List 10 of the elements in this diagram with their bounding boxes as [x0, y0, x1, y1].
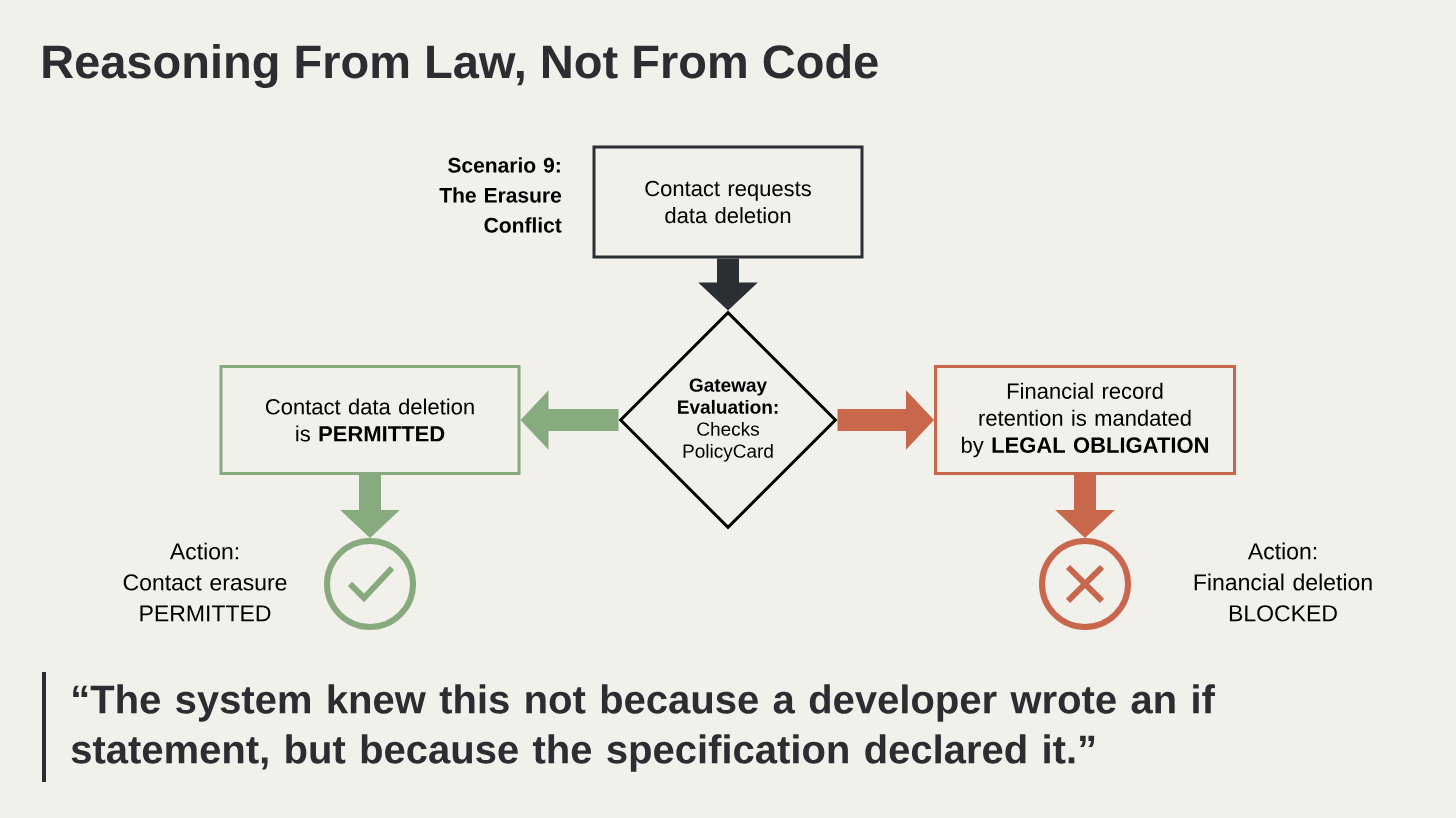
outcome-box: Financial record retention is mandated by LEGAL OBLIGATION	[934, 365, 1236, 475]
action-text: Action: Financial deletion BLOCKED	[1194, 542, 1372, 622]
action-text: Action: Contact erasure PERMITTED	[123, 542, 287, 622]
outcome-box: Contact data deletion is PERMITTED	[219, 365, 521, 475]
check-circle	[324, 538, 416, 630]
process-box: Contact requests data deletion	[592, 145, 864, 259]
scenario-heading: Scenario 9: The Erasure Conflict	[439, 157, 562, 233]
cross-circle	[1039, 538, 1131, 630]
slide-title: Reasoning From Law, Not From Code	[43, 44, 878, 88]
quote-text: “The system knew this not because a developer wrote an if statement, but because the specification declared it.”	[71, 684, 1215, 772]
